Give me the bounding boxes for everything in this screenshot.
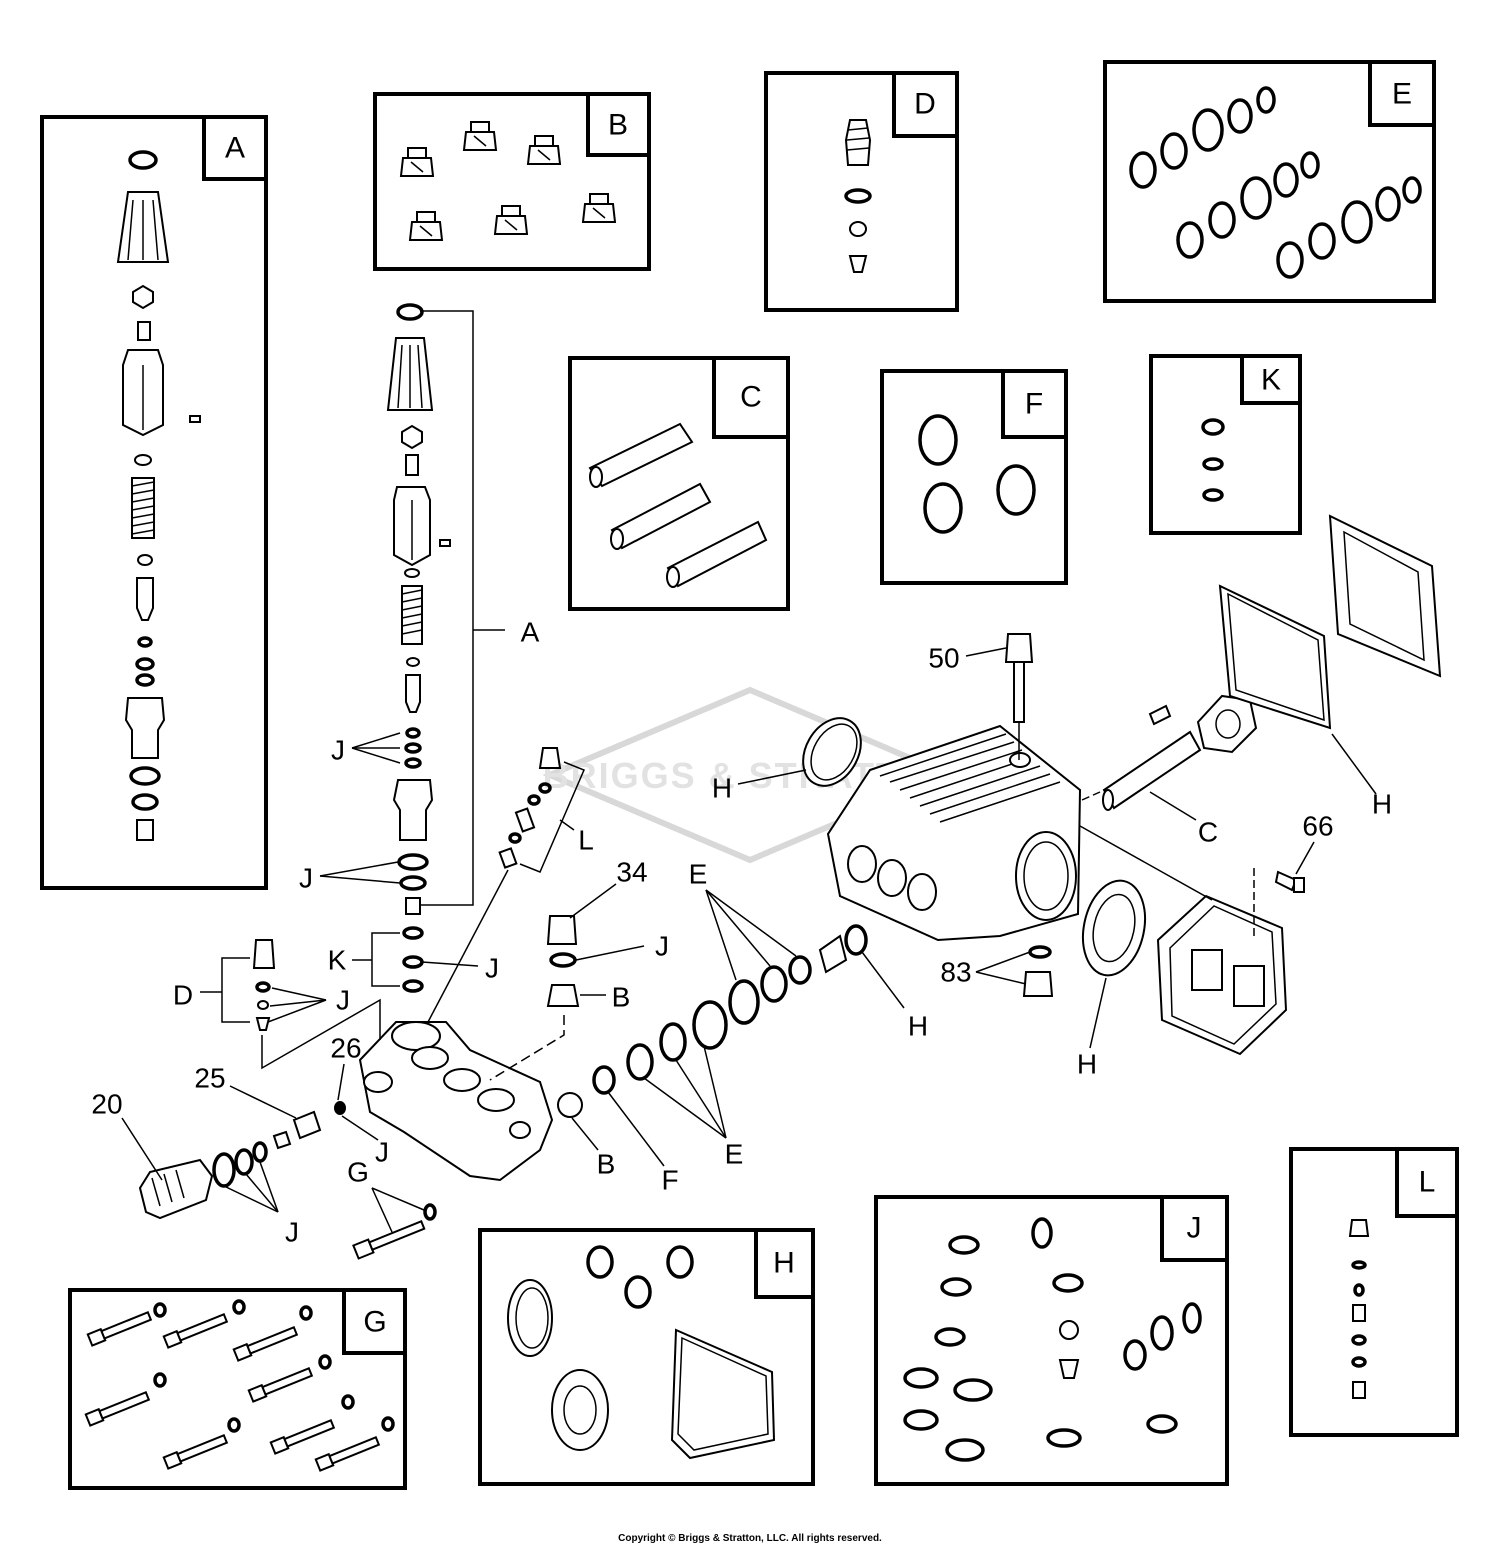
exploded-assembly: A J J K J bbox=[91, 303, 1442, 1260]
kit-d-parts bbox=[844, 119, 872, 273]
kit-j-rings bbox=[903, 1217, 1202, 1462]
kit-b-label: B bbox=[608, 109, 628, 142]
callout-83: 83 bbox=[940, 957, 971, 988]
kit-j-label: J bbox=[1187, 1212, 1202, 1245]
kit-d-label: D bbox=[914, 88, 936, 121]
callout-34: 34 bbox=[616, 857, 647, 888]
kit-g-label: G bbox=[363, 1306, 386, 1339]
callout-j-3: J bbox=[485, 953, 499, 984]
kit-l-parts bbox=[1348, 1219, 1370, 1399]
kit-g-panel: G bbox=[68, 1288, 407, 1490]
callout-j-2: J bbox=[299, 863, 313, 894]
callout-k: K bbox=[328, 945, 347, 976]
kit-h-panel: H bbox=[478, 1228, 815, 1486]
crank-shaft bbox=[1102, 704, 1202, 811]
kit-j-panel: J bbox=[874, 1195, 1229, 1486]
kit-k-panel: K bbox=[1149, 354, 1302, 535]
callout-h-2: H bbox=[908, 1011, 928, 1042]
callout-h-4: H bbox=[1372, 789, 1392, 820]
inlet-fitting bbox=[138, 1101, 346, 1220]
crankcase bbox=[826, 724, 1082, 942]
sight-glass-cover bbox=[802, 717, 862, 787]
bolt-66 bbox=[1274, 870, 1305, 893]
kit-c-label: C bbox=[740, 381, 762, 414]
callout-j-1: J bbox=[331, 735, 345, 766]
crank-seal bbox=[1082, 879, 1146, 977]
callout-d: D bbox=[173, 980, 193, 1011]
kit-g-bolts bbox=[84, 1299, 395, 1472]
callout-j-5: J bbox=[375, 1137, 389, 1168]
kit-b-panel: B bbox=[373, 92, 651, 271]
kit-a-panel: A bbox=[40, 115, 268, 890]
kit-e-panel: E bbox=[1103, 60, 1436, 303]
bypass-stack bbox=[252, 939, 276, 1031]
callout-j-4: J bbox=[336, 985, 350, 1016]
dipstick bbox=[1004, 633, 1034, 760]
callout-g: G bbox=[347, 1157, 369, 1188]
callout-j-6: J bbox=[285, 1217, 299, 1248]
lower-seal-stack bbox=[557, 924, 868, 1118]
callout-26: 26 bbox=[330, 1033, 361, 1064]
callout-50: 50 bbox=[928, 643, 959, 674]
callout-66: 66 bbox=[1302, 811, 1333, 842]
callout-f: F bbox=[661, 1165, 678, 1196]
bearing-clamp bbox=[1196, 694, 1258, 754]
kit-f-label: F bbox=[1025, 388, 1043, 421]
manifold bbox=[358, 1021, 554, 1182]
kit-a-label: A bbox=[225, 132, 245, 165]
callout-e-1: E bbox=[689, 859, 708, 890]
flange-housing bbox=[1156, 894, 1288, 1056]
kit-c-pins bbox=[588, 422, 768, 588]
callout-a: A bbox=[521, 617, 540, 648]
callout-20: 20 bbox=[91, 1089, 122, 1120]
callout-c: C bbox=[1198, 817, 1218, 848]
kit-k-label: K bbox=[1261, 364, 1281, 397]
kit-e-label: E bbox=[1392, 78, 1412, 111]
callout-j-7: J bbox=[655, 931, 669, 962]
kit-l-panel: L bbox=[1289, 1147, 1459, 1437]
kit-f-panel: F bbox=[880, 369, 1068, 585]
plug-34 bbox=[546, 915, 580, 1007]
callout-h-3: H bbox=[1077, 1049, 1097, 1080]
kit-f-rings bbox=[918, 414, 1036, 534]
kit-e-seals bbox=[1129, 86, 1422, 279]
copyright-notice: Copyright © Briggs & Stratton, LLC. All … bbox=[618, 1533, 882, 1544]
drain-plug bbox=[1022, 945, 1054, 997]
check-valve-stack bbox=[498, 747, 562, 869]
callout-e-2: E bbox=[725, 1139, 744, 1170]
gasket bbox=[1218, 584, 1332, 730]
rear-cover bbox=[1328, 514, 1442, 678]
unloader-stack bbox=[386, 303, 451, 993]
kit-k-parts bbox=[1201, 418, 1225, 502]
callout-h-1: H bbox=[712, 773, 732, 804]
callout-b-2: B bbox=[597, 1149, 616, 1180]
kit-d-panel: D bbox=[764, 71, 959, 312]
kit-h-label: H bbox=[773, 1247, 795, 1280]
kit-a-parts bbox=[116, 150, 201, 841]
callout-b-1: B bbox=[612, 982, 631, 1013]
kit-b-valves bbox=[399, 121, 617, 241]
kit-l-label: L bbox=[1419, 1166, 1436, 1199]
callout-25: 25 bbox=[194, 1063, 225, 1094]
kit-h-parts bbox=[507, 1245, 776, 1460]
kit-c-panel: C bbox=[568, 356, 790, 611]
callout-l: L bbox=[578, 825, 594, 856]
manifold-bolt bbox=[352, 1203, 437, 1260]
